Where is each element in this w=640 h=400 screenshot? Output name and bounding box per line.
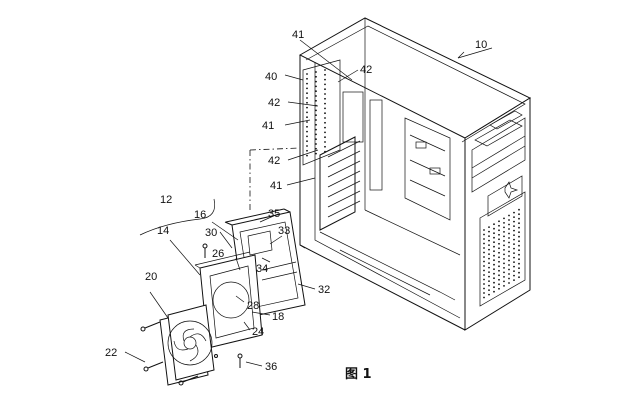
label-16: 16 (194, 209, 206, 221)
label-10: 10 (475, 39, 487, 51)
computer-chassis (298, 17, 532, 331)
chassis-inner-edge (314, 62, 461, 319)
front-vent-holes (306, 69, 520, 299)
label-35: 35 (268, 208, 280, 220)
label-42: 42 (360, 64, 372, 76)
label-24: 24 (252, 326, 264, 338)
reference-numerals: 10 41 42 40 42 41 42 41 12 16 35 30 33 1… (105, 29, 487, 382)
leader-lines (124, 39, 493, 367)
rear-panel (302, 59, 383, 191)
label-30: 30 (205, 227, 217, 239)
brace-12 (139, 198, 216, 236)
label-42: 42 (268, 97, 280, 109)
label-18: 18 (272, 311, 284, 323)
label-28: 28 (247, 300, 259, 312)
label-20: 20 (145, 271, 157, 283)
cooling-fan (159, 304, 215, 386)
label-41: 41 (270, 180, 282, 192)
label-22: 22 (105, 347, 117, 359)
screw-36 (202, 243, 243, 368)
label-36: 36 (265, 361, 277, 373)
figure-caption: 图 1 (345, 367, 372, 382)
drive-cage (404, 117, 451, 221)
label-41: 41 (292, 29, 304, 41)
label-14: 14 (157, 225, 169, 237)
power-logo-icon (504, 181, 519, 199)
fan-shroud (167, 320, 213, 366)
label-40: 40 (265, 71, 277, 83)
holder-opening (212, 281, 250, 319)
label-32: 32 (318, 284, 330, 296)
label-12: 12 (160, 194, 172, 206)
label-33: 33 (278, 225, 290, 237)
chassis-side-panel (464, 97, 531, 331)
chassis-front-bays (471, 117, 526, 307)
bracket-tab (247, 230, 273, 256)
label-41: 41 (262, 120, 274, 132)
top-bays (474, 110, 523, 147)
label-26: 26 (212, 248, 224, 260)
screws-22 (140, 321, 199, 386)
label-34: 34 (256, 263, 268, 275)
label-42: 42 (268, 155, 280, 167)
assembly-guide-line (249, 147, 301, 165)
expansion-slots (319, 136, 361, 231)
